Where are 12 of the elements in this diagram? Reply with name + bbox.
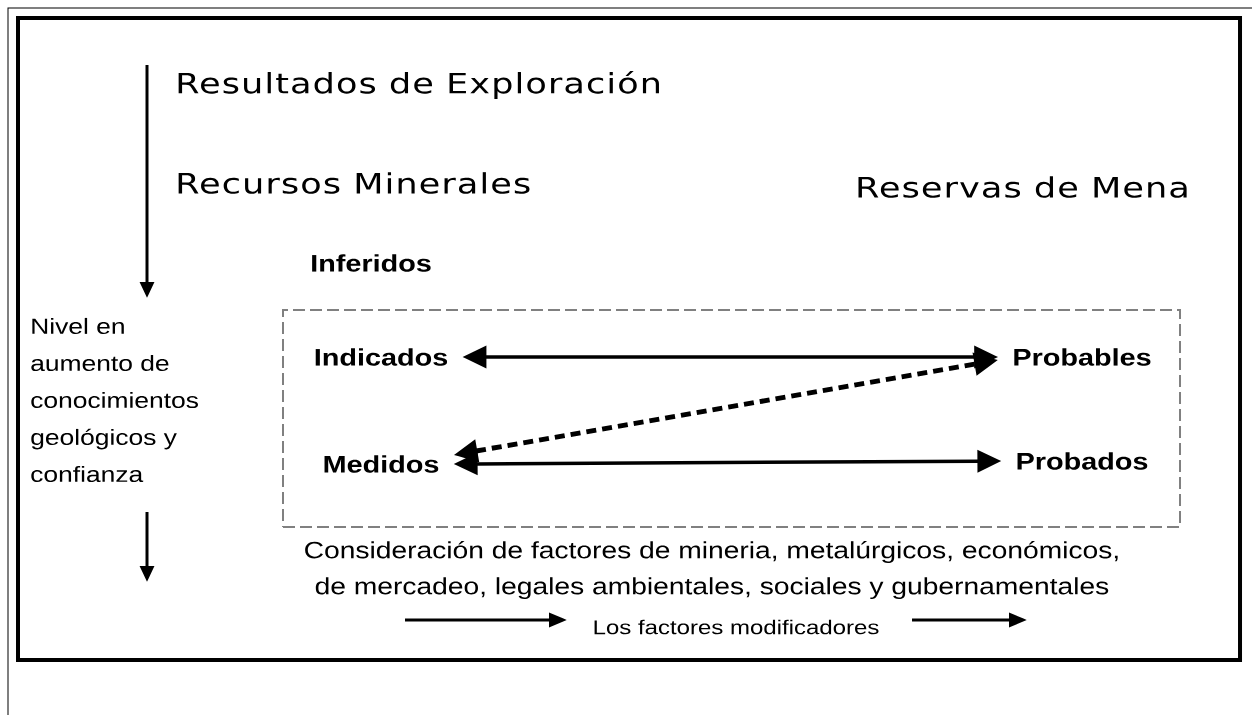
caption-label: Los factores modificadores <box>594 619 879 635</box>
heading: Recursos Minerales <box>178 172 530 194</box>
side-note: Nivel en aumento de conocimientos geológicos y confianza <box>31 317 198 483</box>
term-label: Probables <box>1014 348 1151 366</box>
term-label: Indicados <box>315 348 448 366</box>
heading: Reservas de Mena <box>858 176 1187 198</box>
heading: Resultados de Exploración <box>178 70 659 100</box>
note: Consideración de factores de mineria, metalúrgicos, económicos, de mercadeo, legales ambientales, sociales y gubernamentales <box>305 540 1118 600</box>
term-label: Inferidos <box>312 254 431 272</box>
dashed-box <box>282 309 1181 528</box>
term-label: Probados <box>1017 452 1148 470</box>
term-label: Medidos <box>324 455 439 473</box>
